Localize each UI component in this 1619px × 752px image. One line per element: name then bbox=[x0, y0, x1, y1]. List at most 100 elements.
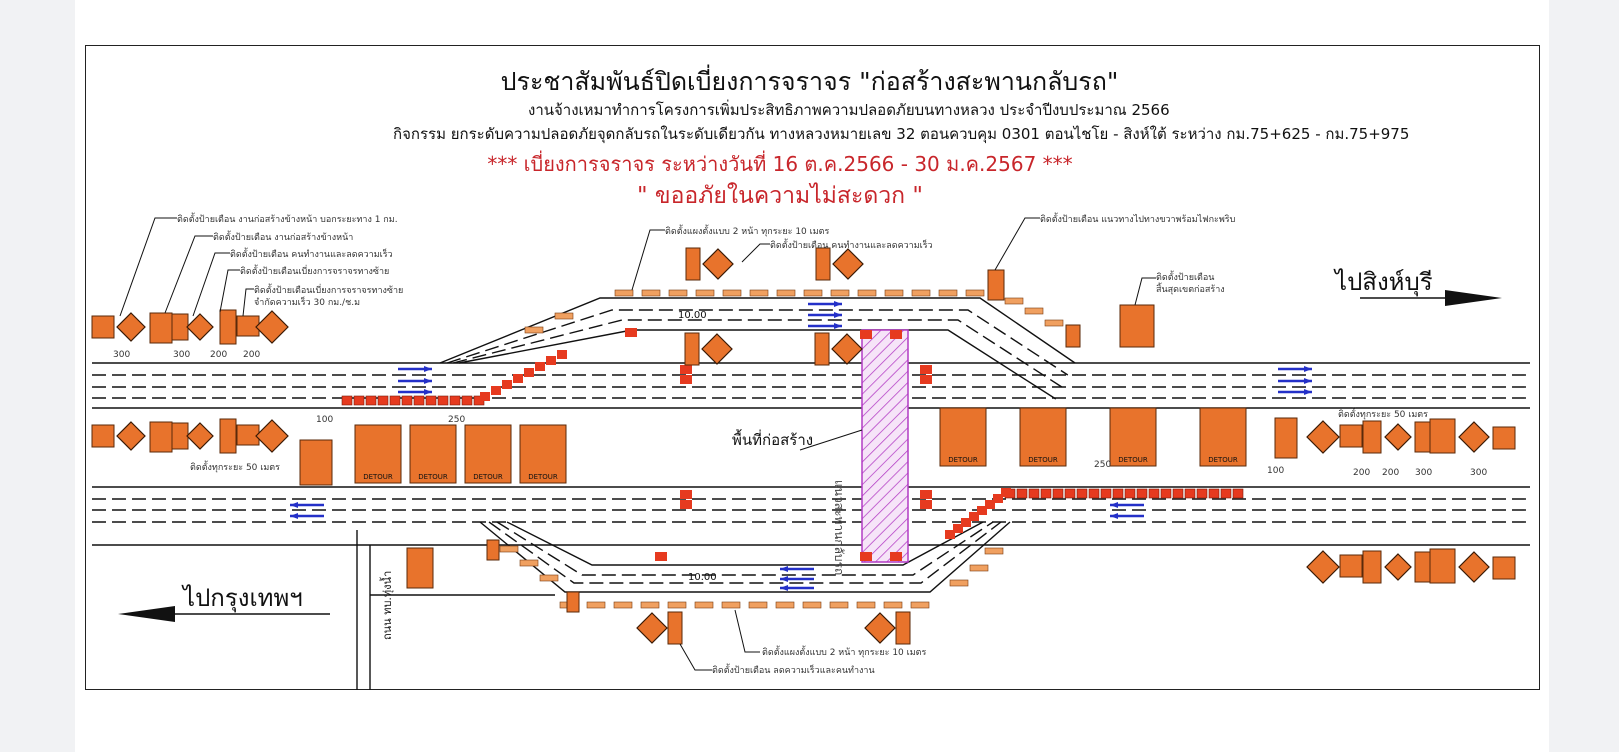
barricade bbox=[641, 289, 661, 297]
traffic-arrow-east-head bbox=[424, 389, 432, 395]
water-barrier bbox=[680, 365, 692, 374]
water-barrier bbox=[1136, 488, 1148, 499]
water-barrier bbox=[920, 490, 932, 499]
page-gutter-right bbox=[1549, 0, 1619, 752]
water-barrier bbox=[401, 395, 413, 406]
barricade bbox=[984, 547, 1004, 555]
sign-diamond-curve bbox=[1306, 420, 1340, 454]
sign-detour-text: DETOUR bbox=[528, 473, 558, 481]
sign-diamond-workers bbox=[1384, 423, 1412, 451]
detour-lane-upper bbox=[446, 309, 1069, 376]
water-barrier bbox=[1028, 488, 1040, 499]
water-barrier bbox=[413, 395, 425, 406]
sign-diamond-curve bbox=[255, 310, 289, 344]
detour-lane-lower bbox=[488, 521, 1002, 584]
leader-line bbox=[734, 609, 760, 653]
barricade bbox=[749, 289, 769, 297]
water-barrier bbox=[1112, 488, 1124, 499]
sign-detour-text: DETOUR bbox=[473, 473, 503, 481]
sign-detour-left bbox=[219, 418, 237, 454]
leader-line bbox=[1134, 277, 1156, 306]
water-barrier bbox=[1148, 488, 1160, 499]
water-barrier bbox=[860, 330, 872, 339]
barricade bbox=[694, 601, 714, 609]
traffic-arrow-west-head bbox=[290, 502, 298, 508]
dist-100-left: 100 bbox=[316, 415, 334, 425]
detour-lane-lower bbox=[496, 521, 994, 576]
water-barrier bbox=[365, 395, 377, 406]
water-barrier bbox=[961, 518, 971, 527]
sign-1km bbox=[1492, 556, 1516, 580]
leader-line bbox=[192, 252, 230, 317]
sign-detour-board bbox=[354, 424, 402, 484]
direction-arrow-singburi-head bbox=[1445, 290, 1502, 306]
sign-slow bbox=[815, 247, 831, 281]
barricade bbox=[721, 601, 741, 609]
sign-detour-text: DETOUR bbox=[1118, 456, 1148, 464]
sign-slow bbox=[895, 611, 911, 645]
water-barrier bbox=[945, 530, 955, 539]
project-subtitle: งานจ้างเหมาทำการโครงการเพิ่มประสิทธิภาพค… bbox=[528, 101, 1170, 119]
barricade bbox=[883, 601, 903, 609]
annotation-barrier-bottom: ติดตั้งแผงตั้งแบบ 2 หน้า ทุกระยะ 10 เมตร bbox=[762, 648, 927, 658]
leader-line bbox=[631, 229, 665, 291]
barricade bbox=[539, 574, 559, 582]
sign-slow bbox=[684, 332, 700, 366]
plan-title: ประชาสัมพันธ์ปิดเบี่ยงการจราจร "ก่อสร้าง… bbox=[500, 67, 1119, 96]
annotation-barrier-top: ติดตั้งแผงตั้งแบบ 2 หน้า ทุกระยะ 10 เมตร bbox=[665, 227, 830, 237]
water-barrier bbox=[1232, 488, 1244, 499]
water-barrier bbox=[546, 356, 556, 365]
traffic-arrow-west-head bbox=[290, 513, 298, 519]
sign-detour-board bbox=[939, 407, 987, 467]
water-barrier bbox=[985, 500, 995, 509]
sign-keep-right bbox=[1065, 324, 1081, 348]
water-barrier bbox=[1076, 488, 1088, 499]
sign-side-road bbox=[406, 547, 434, 589]
leader-line bbox=[679, 643, 712, 671]
barricade bbox=[938, 289, 958, 297]
water-barrier bbox=[1172, 488, 1184, 499]
leader-line bbox=[219, 269, 240, 313]
annotation-detour-left: ติดตั้งป้ายเตือนเบี่ยงการจราจรทางซ้าย bbox=[240, 267, 390, 277]
sign-1km bbox=[91, 424, 115, 448]
barricade bbox=[667, 601, 687, 609]
barricade bbox=[519, 559, 539, 567]
barricade bbox=[613, 601, 633, 609]
water-barrier bbox=[953, 524, 963, 533]
sign-construction-ahead bbox=[1429, 418, 1456, 454]
sign-diamond-curve bbox=[255, 419, 289, 453]
water-barrier bbox=[977, 506, 987, 515]
barricade bbox=[949, 579, 969, 587]
barricade bbox=[803, 289, 823, 297]
barricade bbox=[640, 601, 660, 609]
water-barrier bbox=[680, 375, 692, 384]
sign-1km bbox=[91, 315, 115, 339]
leader-line bbox=[164, 235, 213, 314]
sign-detour-left bbox=[219, 309, 237, 345]
traffic-arrow-west-head bbox=[1110, 513, 1118, 519]
annotation-speed-limit: ติดตั้งป้ายเตือนเบี่ยงการจราจรทางซ้ายจำก… bbox=[254, 286, 404, 308]
barricade bbox=[802, 601, 822, 609]
water-barrier bbox=[890, 552, 902, 561]
sign-end-zone bbox=[1119, 304, 1155, 348]
annotation-1km-sign: ติดตั้งป้ายเตือน งานก่อสร้างข้างหน้า บอก… bbox=[177, 215, 398, 225]
barricade bbox=[524, 326, 544, 334]
sign-keep-right bbox=[566, 591, 580, 613]
sign-diamond-workers bbox=[701, 333, 733, 365]
traffic-arrow-east-head bbox=[424, 366, 432, 372]
bridge-line-label: แนวสะพานกลับรถ bbox=[832, 480, 846, 576]
barricade bbox=[614, 289, 634, 297]
barricade bbox=[586, 601, 606, 609]
water-barrier bbox=[557, 350, 567, 359]
sign-diamond-construction bbox=[1458, 551, 1490, 583]
detour-lane-upper bbox=[453, 319, 1063, 388]
dist-250-left: 250 bbox=[448, 415, 466, 425]
direction-singburi: ไปสิงห์บุรี bbox=[1335, 268, 1433, 296]
annotation-slow-bottom: ติดตั้งป้ายเตือน ลดความเร็วและคนทำงาน bbox=[712, 666, 875, 676]
water-barrier bbox=[920, 365, 932, 374]
leader-line bbox=[741, 243, 770, 263]
traffic-arrow-west-head bbox=[1110, 502, 1118, 508]
sign-speed-30 bbox=[1339, 424, 1363, 448]
sign-detour-text: DETOUR bbox=[1028, 456, 1058, 464]
